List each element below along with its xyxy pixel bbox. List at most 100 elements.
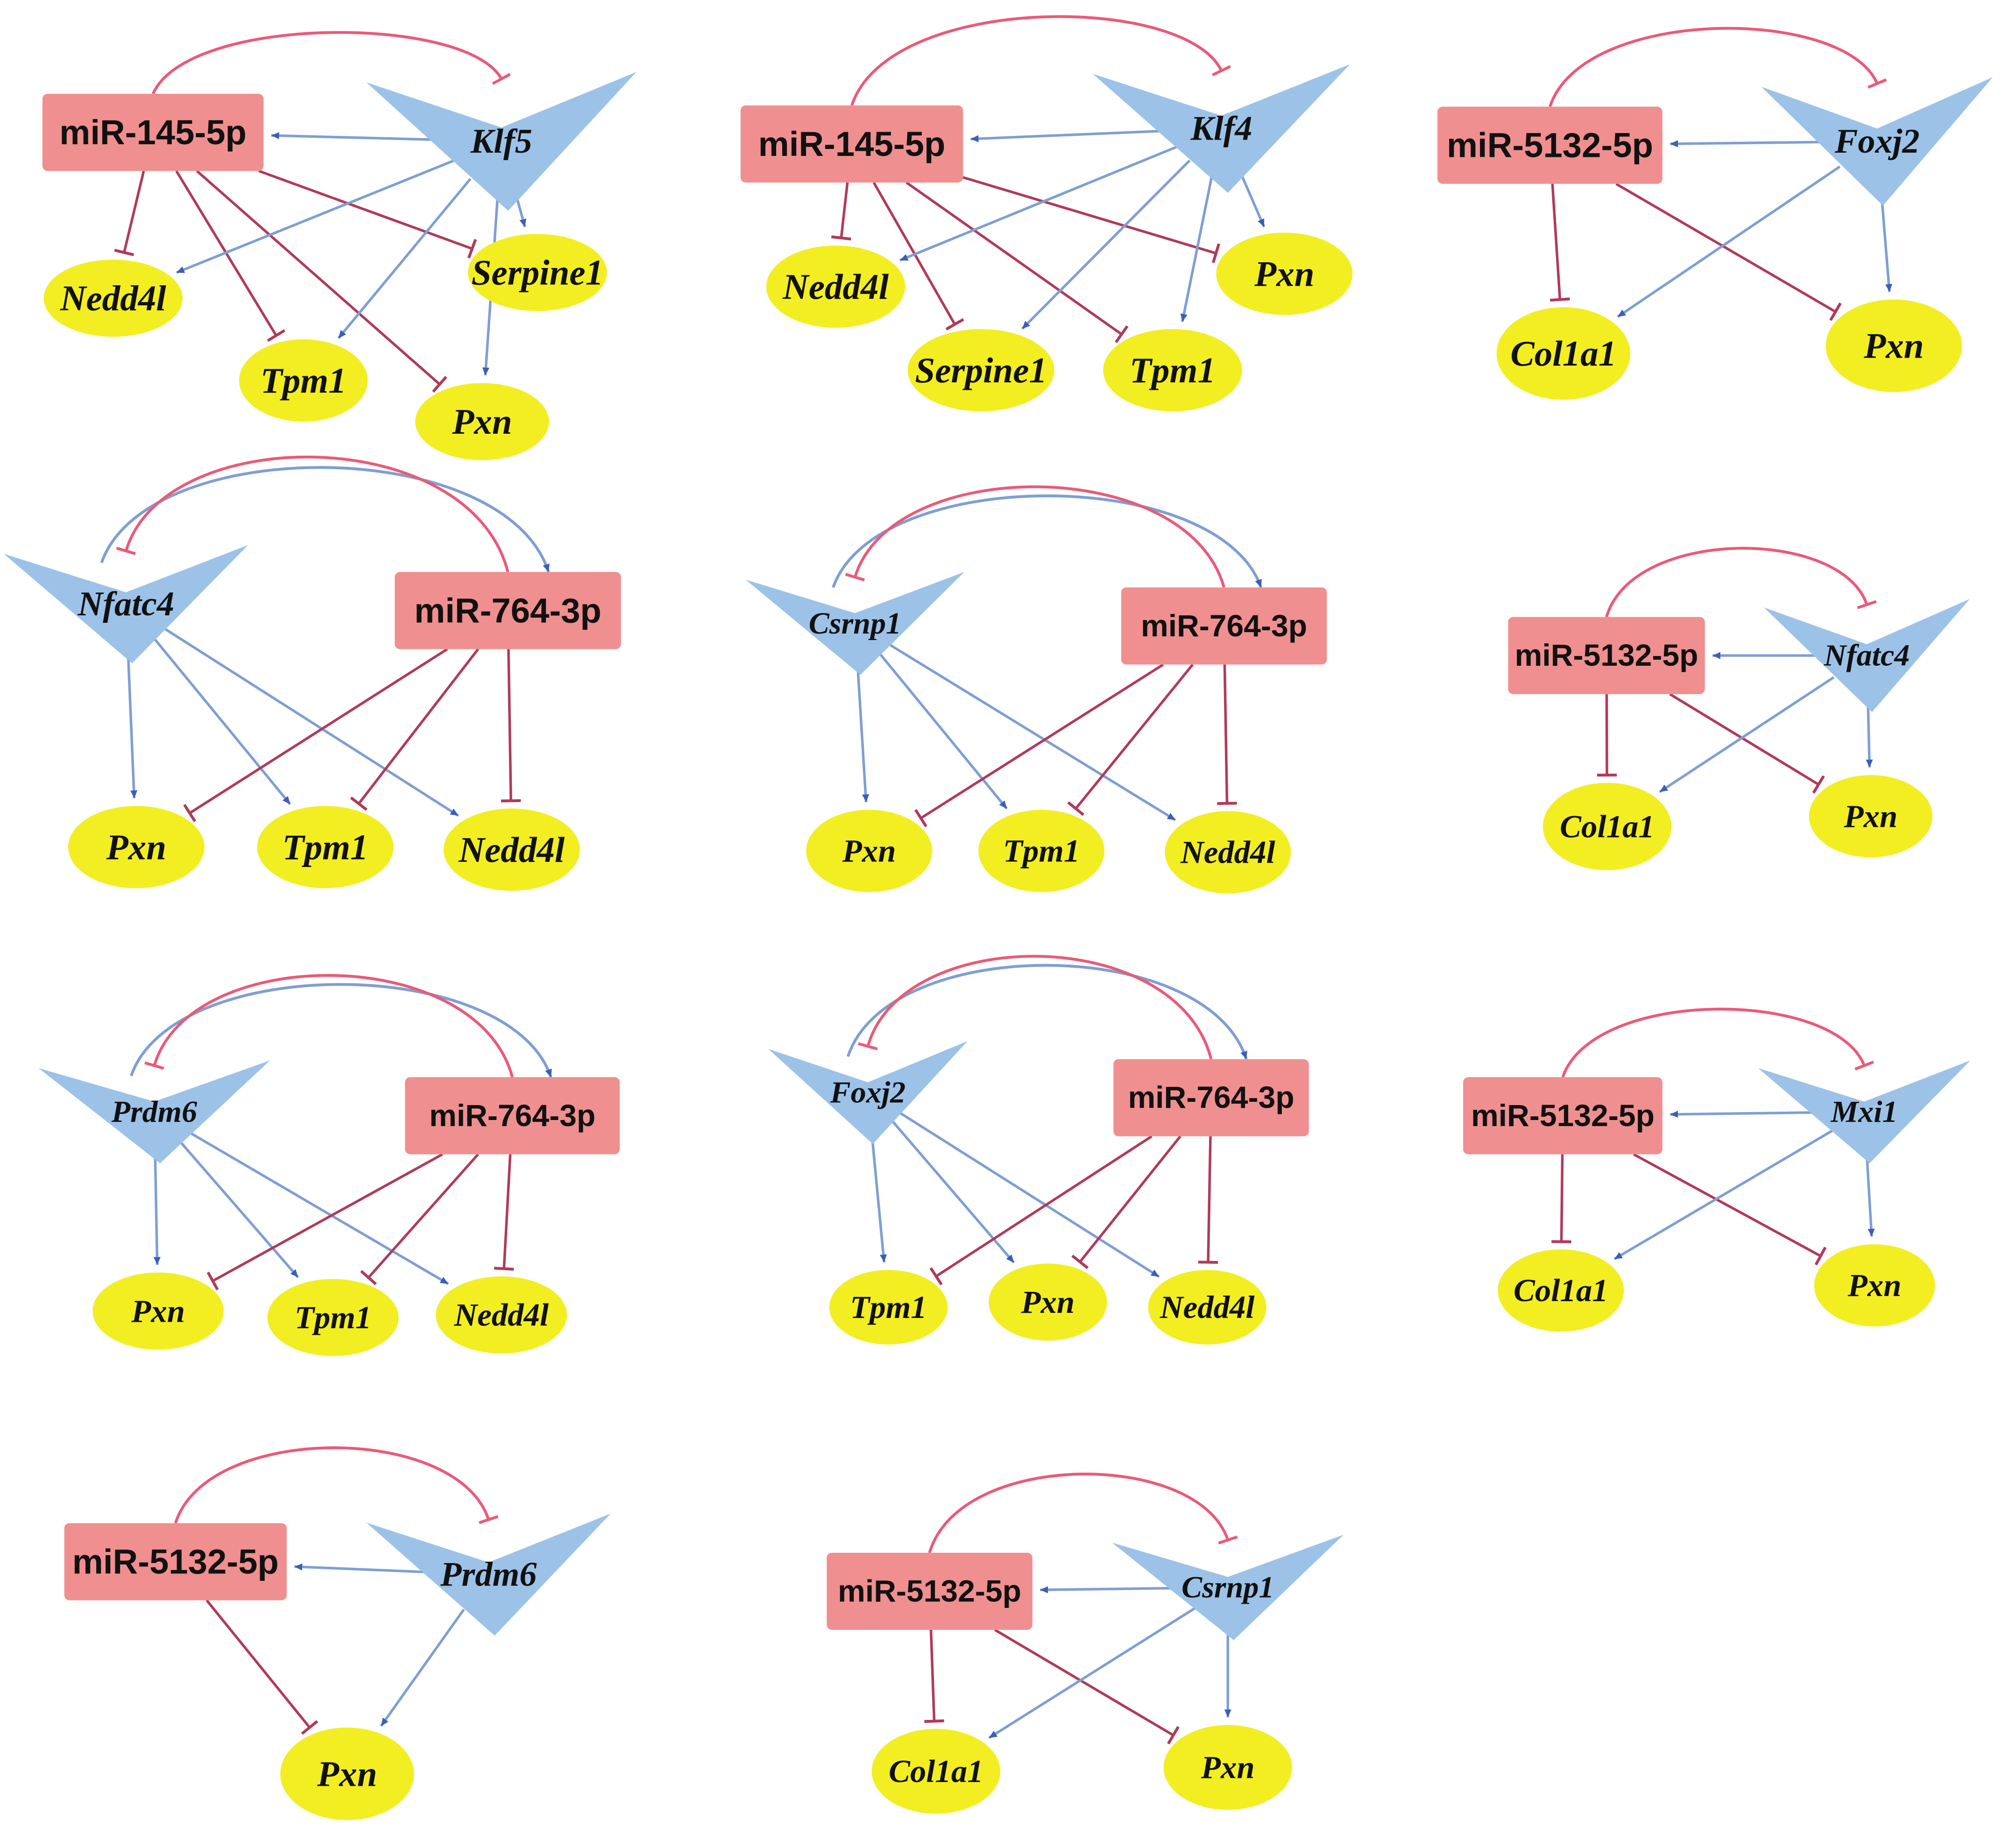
transcription-factor-node xyxy=(1093,64,1350,193)
target-gene-node xyxy=(1496,307,1631,400)
t-bar-end xyxy=(1829,302,1842,321)
t-bar-end xyxy=(432,376,447,393)
t-bar-end xyxy=(1857,600,1877,609)
edges xyxy=(846,955,1248,1286)
edges xyxy=(129,974,552,1290)
mirna-label: miR-5132-5p xyxy=(1515,638,1698,673)
transcription-factor-label: Nfatc4 xyxy=(78,585,174,623)
mirna-label: miR-5132-5p xyxy=(1471,1099,1655,1133)
arrowhead xyxy=(1240,1050,1247,1059)
target-gene-label: Pxn xyxy=(452,402,512,442)
t-bar-end xyxy=(924,1719,944,1723)
edges xyxy=(100,455,550,823)
target-gene-node xyxy=(280,1727,414,1820)
target-gene-label: Serpine1 xyxy=(915,350,1047,390)
arrowhead xyxy=(176,266,185,273)
activation-edge-prdm6-to-mir-5132-5p xyxy=(294,1565,445,1574)
t-bar-end xyxy=(1550,297,1570,302)
arrowhead xyxy=(989,1731,998,1738)
target-gene-node xyxy=(257,806,394,888)
arrowhead xyxy=(545,1068,552,1078)
inhibition-edge-mir-5132-5p-to-csrnp1 xyxy=(928,1473,1230,1553)
inhibition-edge-mir-764-3p-to-tpm1 xyxy=(935,1135,1153,1278)
t-bar-end xyxy=(831,235,851,241)
arrowhead xyxy=(130,790,138,798)
target-gene-label: Pxn xyxy=(1847,1268,1902,1303)
target-gene-node xyxy=(1825,299,1962,392)
transcription-factor-node xyxy=(366,1513,611,1636)
target-gene-node xyxy=(1809,775,1933,858)
target-gene-label: Col1a1 xyxy=(1560,809,1655,844)
transcription-factor-node xyxy=(366,72,637,211)
activation-edge-prdm6-to-pxn xyxy=(154,1148,159,1265)
target-gene-label: Pxn xyxy=(1020,1284,1075,1320)
activation-edge-klf5-to-nedd4l xyxy=(176,158,457,274)
edges xyxy=(114,31,526,393)
arrowhead xyxy=(880,1254,887,1262)
target-gene-node xyxy=(978,810,1104,892)
target-gene-label: Tpm1 xyxy=(282,827,368,867)
mirna-node xyxy=(1437,106,1662,184)
arrowhead xyxy=(1712,652,1720,659)
t-bar-end xyxy=(350,796,368,811)
t-bar-end xyxy=(267,329,286,342)
activation-edge-prdm6-to-tpm1 xyxy=(177,1138,299,1278)
t-bar-end xyxy=(1812,775,1825,794)
transcription-factor-node xyxy=(745,572,964,675)
arrowhead xyxy=(1614,1252,1623,1259)
target-gene-label: Nedd4l xyxy=(458,830,565,870)
arrowhead xyxy=(1006,1254,1014,1263)
t-bar-end xyxy=(116,547,136,555)
arrowhead xyxy=(1255,578,1262,588)
edges xyxy=(832,485,1263,827)
inhibition-edge-mir-5132-5p-to-pxn xyxy=(1615,183,1836,313)
inhibition-edge-mir-764-3p-to-nedd4l xyxy=(1223,664,1229,803)
mirna-node xyxy=(395,572,621,649)
target-gene-label: Pxn xyxy=(1254,254,1315,294)
transcription-factor-node xyxy=(1758,1060,1971,1163)
mirna-label: miR-5132-5p xyxy=(72,1543,279,1581)
arrowhead xyxy=(1866,759,1873,768)
inhibition-edge-mir-5132-5p-to-prdm6 xyxy=(174,1446,490,1524)
activation-edge-prdm6-to-nedd4l xyxy=(184,1129,449,1285)
target-gene-label: Nedd4l xyxy=(453,1297,549,1333)
t-bar-end xyxy=(1167,1726,1180,1745)
inhibition-edge-mir-5132-5p-to-col1a1 xyxy=(1560,1154,1564,1242)
activation-edge-csrnp1-to-mir-5132-5p xyxy=(1040,1586,1187,1592)
t-bar-end xyxy=(144,1061,164,1070)
inhibition-edge-mir-764-3p-to-pxn xyxy=(1079,1135,1181,1263)
mirna-label: miR-764-3p xyxy=(1128,1080,1294,1115)
mirna-node xyxy=(405,1077,620,1155)
inhibition-edge-mir-5132-5p-to-col1a1 xyxy=(1605,694,1608,775)
arrowhead xyxy=(290,1269,298,1277)
arrowhead xyxy=(1670,1111,1678,1118)
inhibition-edge-mir-5132-5p-to-foxj2 xyxy=(1549,27,1879,107)
activation-edge-csrnp1-to-tpm1 xyxy=(877,650,1008,810)
inhibition-edge-mir-764-3p-to-nfatc4 xyxy=(124,455,509,572)
arrowhead xyxy=(450,808,459,816)
target-gene-label: Col1a1 xyxy=(889,1754,983,1789)
transcription-factor-node xyxy=(38,1060,270,1163)
arrowhead xyxy=(271,132,279,140)
arrowhead xyxy=(1670,140,1678,148)
arrowhead xyxy=(970,135,979,142)
inhibition-edge-mir-764-3p-to-nedd4l xyxy=(1207,1136,1212,1262)
target-gene-node xyxy=(806,810,933,892)
inhibition-edge-mir-764-3p-to-nedd4l xyxy=(502,1154,512,1269)
t-bar-end xyxy=(1867,78,1887,89)
activation-edge-csrnp1-to-col1a1 xyxy=(988,1606,1197,1739)
activation-edge-prdm6-to-pxn xyxy=(380,1608,465,1727)
target-gene-node xyxy=(766,245,905,328)
edges xyxy=(1597,547,1877,794)
inhibition-edge-mir-764-3p-to-prdm6 xyxy=(153,974,514,1078)
inhibition-edge-mir-145-5p-to-pxn xyxy=(962,176,1217,255)
arrowhead xyxy=(1867,1228,1875,1237)
mirna-node xyxy=(1508,617,1705,694)
